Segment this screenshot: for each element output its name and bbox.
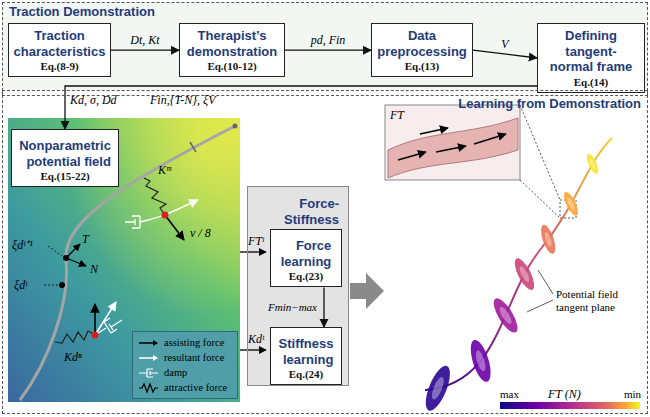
legend-row: damp xyxy=(137,365,233,380)
stiffness-label: Kᵐ xyxy=(158,163,171,178)
edge-label: Fmin−max xyxy=(266,301,319,313)
connector-arrow xyxy=(285,50,371,51)
force-label: FT xyxy=(390,108,404,123)
process-box: Data preprocessingEq.(13) xyxy=(371,23,473,77)
legend-sample xyxy=(137,367,160,379)
edge-label: pd, Fin xyxy=(309,34,348,47)
equation-ref: Eq.(14) xyxy=(574,76,609,89)
equation-ref: Eq.(8-9) xyxy=(40,60,78,73)
legend-box: assisting force resultant force damp attrac… xyxy=(132,331,238,399)
colorbar-label: min xyxy=(624,388,641,400)
equation-ref: Eq.(24) xyxy=(289,368,324,381)
leader-lines xyxy=(527,270,553,312)
box-label: Defining tangent-normal frame xyxy=(542,27,640,76)
legend-sample xyxy=(137,382,160,394)
box-label: Traction characteristics xyxy=(8,27,112,60)
equation-ref: Eq.(23) xyxy=(289,270,324,283)
legend-text: attractive force xyxy=(164,382,227,393)
legend-sample xyxy=(137,352,160,364)
colorbar-label: max xyxy=(500,388,519,400)
parameter-label: Kd, σ, Dd xyxy=(70,93,117,108)
point-label: ξdᵗ xyxy=(14,278,27,293)
box-label: Nonparametric potential field xyxy=(13,133,117,170)
annotation: Potential field tangent plane xyxy=(556,288,642,313)
stiffness-label: Kdⁿ xyxy=(64,350,82,365)
connector-arrow xyxy=(473,50,537,58)
legend-text: resultant force xyxy=(164,352,224,363)
section-title: Traction Demonstration xyxy=(3,3,647,20)
panel-fill xyxy=(247,186,349,386)
tube-inset xyxy=(385,105,576,218)
process-box: Traction characteristicsEq.(8-9) xyxy=(8,23,111,77)
legend-sample xyxy=(137,337,160,349)
connector-arrow xyxy=(111,50,179,51)
equation-ref: Eq.(15-22) xyxy=(40,170,89,183)
legend-row: resultant force xyxy=(137,350,233,365)
legend-text: damp xyxy=(164,367,187,378)
section-panel: Traction DemonstrationTraction character… xyxy=(2,2,648,96)
point-label: ξdᵗ⁺¹ xyxy=(12,236,33,253)
signal-label: FTᵗ xyxy=(248,234,264,249)
spring-damper-cluster xyxy=(125,178,198,240)
tangent-plane-ellipses xyxy=(421,152,601,413)
process-box: Stiffness learningEq.(24) xyxy=(270,327,342,385)
equation-ref: Eq.(13) xyxy=(405,60,440,73)
legend-row: assisting force xyxy=(137,335,233,350)
process-box: Force learningEq.(23) xyxy=(270,229,342,287)
connector-arrow xyxy=(323,287,324,327)
parameter-label: Fin,{T-N}, ξV xyxy=(150,93,216,108)
panel-fill xyxy=(2,90,648,414)
box-label: Data preprocessing xyxy=(371,27,473,60)
potential-field-image xyxy=(8,118,240,402)
spring-damper-cluster xyxy=(55,302,122,343)
colorbar xyxy=(500,402,640,409)
legend-row: attractive force xyxy=(137,380,233,395)
box-label: Stiffness learning xyxy=(273,331,340,368)
axis-label: T xyxy=(82,232,89,247)
velocity-label: v / 8 xyxy=(190,226,211,241)
equation-ref: Eq.(10-12) xyxy=(207,60,256,73)
learned-trajectory xyxy=(425,138,612,390)
box-label: Therapist’s demonstration xyxy=(181,27,283,60)
flow-arrow xyxy=(350,273,384,309)
field-to-learning-arrows xyxy=(240,252,266,350)
box-label: Force learning xyxy=(275,233,338,270)
edge-label: Dt, Kt xyxy=(128,34,161,47)
axis-label: N xyxy=(90,262,98,277)
panel-fill xyxy=(2,2,648,96)
legend-text: assisting force xyxy=(164,337,224,348)
trajectory-point xyxy=(59,282,65,288)
colorbar-label: FT (N) xyxy=(548,387,581,402)
process-box: Defining tangent-normal frameEq.(14) xyxy=(537,23,645,93)
group-box: Force-Stiffness learningForce learningEq… xyxy=(247,186,349,386)
section-panel: Learning from DemonstrationNonparametric… xyxy=(2,90,648,414)
edge-label: V xyxy=(499,38,510,51)
process-box: Nonparametric potential fieldEq.(15-22) xyxy=(11,129,119,187)
process-box: Therapist’s demonstrationEq.(10-12) xyxy=(179,23,285,77)
signal-label: Kdᵗ xyxy=(248,332,264,347)
